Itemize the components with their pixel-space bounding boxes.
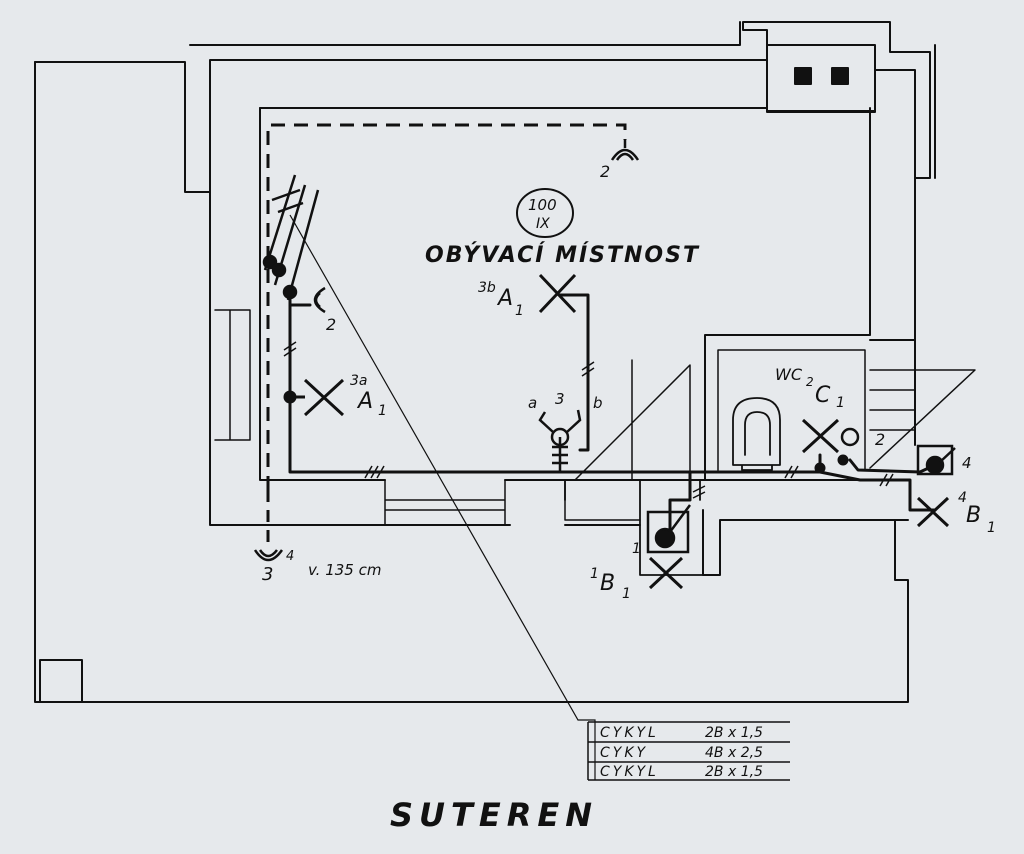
wc-socket-label: 2 [875, 430, 885, 449]
leader-line [289, 214, 596, 780]
chimney [766, 44, 876, 112]
wc-label: WC [775, 365, 803, 384]
legend-size-3: 2B x 1,5 [705, 764, 763, 780]
circuit-a1-3b [558, 293, 590, 452]
wc-light-icon [801, 418, 860, 474]
b1-1-prefix: 1 [590, 566, 599, 582]
stair-right [869, 369, 976, 469]
legend-cable-3: CYKYL [600, 764, 659, 780]
light-fixture-3a-icon [283, 378, 345, 417]
wc-sub: 2 [806, 375, 814, 389]
light-fixture-3b-icon [538, 273, 577, 314]
room-number: 100 [528, 196, 557, 214]
outlet-bottom-left-icon [253, 549, 284, 562]
switch-b-label: b [593, 394, 603, 412]
cable-legend [587, 721, 790, 781]
circuit-wc [688, 470, 937, 512]
room-number-sub: IX [536, 216, 550, 232]
c1-sub: 1 [836, 395, 845, 411]
drawing-title: SUTEREN [390, 796, 598, 834]
a1-3a-prefix: 3a [350, 373, 368, 389]
legend-size-2: 4B x 2,5 [705, 745, 763, 761]
door-bottom [384, 479, 506, 526]
box-4-label: 4 [962, 454, 972, 472]
b1-4-letter: B [966, 503, 981, 528]
wire-ticks [283, 341, 894, 499]
outlet-3-label: 3 [262, 564, 273, 585]
distribution-box-4-icon [916, 444, 956, 476]
box-1-label: 1 [632, 541, 641, 557]
switch-a-label: a [528, 394, 537, 412]
a1-3b-sub: 1 [515, 303, 524, 319]
circuit-main [288, 288, 692, 532]
a1-3a-sub: 1 [378, 403, 387, 419]
height-label: v. 135 cm [308, 561, 381, 579]
distribution-box-1-icon [646, 504, 692, 554]
window-left [214, 309, 251, 441]
socket-left-label: 2 [326, 315, 336, 334]
legend-cable-1: CYKYL [600, 725, 659, 741]
corner-block [39, 659, 83, 703]
socket-top-label: 2 [600, 162, 610, 181]
room-wall-right [869, 177, 916, 521]
b1-1-letter: B [600, 571, 615, 596]
c1-letter: C [815, 383, 831, 408]
legend-size-1: 2B x 1,5 [705, 725, 763, 741]
socket-top-icon [610, 140, 640, 161]
wc-wall [704, 334, 871, 471]
room-label: OBÝVACÍ MÍSTNOST [425, 242, 700, 268]
switch-3-label: 3 [555, 390, 565, 408]
a1-3b-letter: A [496, 286, 513, 311]
lower-wall [564, 479, 704, 576]
light-b1-4-icon [916, 496, 950, 528]
b1-4-prefix: 4 [958, 490, 967, 506]
light-b1-1-icon [648, 556, 684, 590]
legend-cable-2: CYKY [600, 745, 648, 761]
socket-left-icon [313, 286, 326, 314]
chimney-flue-2 [831, 67, 849, 85]
outlet-4-label: 4 [286, 549, 294, 564]
a1-3a-letter: A [356, 389, 373, 414]
a1-3b-prefix: 3b [478, 280, 496, 296]
chimney-flue-1 [794, 67, 812, 85]
switch-group [262, 174, 320, 301]
double-switch-icon [538, 409, 582, 472]
wc-toilet [732, 397, 781, 471]
b1-4-sub: 1 [987, 520, 996, 536]
b1-1-sub: 1 [622, 586, 631, 602]
inner-wall-outline [189, 21, 936, 179]
room-number-circle [516, 188, 574, 238]
outer-wall-left [34, 61, 909, 703]
